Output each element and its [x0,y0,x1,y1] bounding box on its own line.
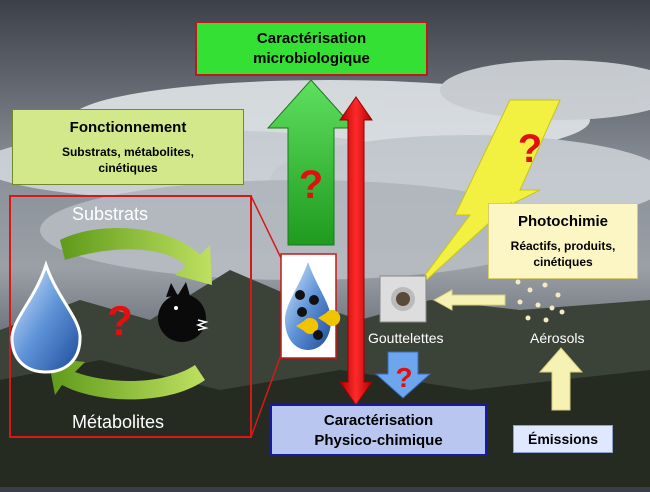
question-mark-blue-arrow: ? [395,362,412,393]
zoom-line-top [250,195,282,259]
red-double-arrow [339,96,373,406]
question-mark-lightning: ? [518,127,542,171]
micro-box: Caractérisation microbiologique [195,21,428,76]
droplet-microbes [295,290,341,340]
droplet-microbes-icon [284,262,332,350]
zoom-frame [9,195,252,438]
photo-box-line2: cinétiques [533,255,593,269]
fonction-box-title: Fonctionnement [69,119,187,136]
cycle-arrow-bottom [48,358,205,400]
photo-box-title: Photochimie [517,213,608,230]
arrow-emissions-to-aerosols [538,347,584,411]
physico-box: Caractérisation Physico-chimique [270,404,487,456]
label-metabolites: Métabolites [72,412,165,432]
physico-box-line1: Caractérisation [323,412,434,429]
fonction-box-line2: cinétiques [98,161,158,175]
aerosol-dots [515,272,565,323]
physico-box-line2: Physico-chimique [314,432,443,449]
cycle-arrow-top [60,228,212,285]
fonction-box-line1: Substrats, métabolites, [61,145,195,159]
label-aerosols: Aérosols [530,330,585,346]
photo-box-line1: Réactifs, produits, [510,239,616,253]
question-mark-green-arrow: ? [299,163,323,207]
microbe-icon [158,282,209,342]
photo-box: Photochimie Réactifs, produits, cinétiqu… [488,203,638,279]
arrow-aerosols-to-gouttelettes [432,289,506,311]
emissions-box-label: Émissions [527,431,599,447]
label-gouttelettes: Gouttelettes [368,330,444,346]
zoom-line-bottom [250,354,282,438]
emissions-box: Émissions [513,425,613,453]
micro-box-line1: Caractérisation [256,30,367,47]
green-up-arrow [266,79,356,246]
question-mark-cycle: ? [107,297,133,344]
water-drop-icon [10,260,82,374]
fonction-box: Fonctionnement Substrats, métabolites, c… [12,109,244,185]
blue-down-arrow [374,351,432,399]
label-substrats: Substrats [72,204,149,224]
micro-box-line2: microbiologique [253,50,370,67]
